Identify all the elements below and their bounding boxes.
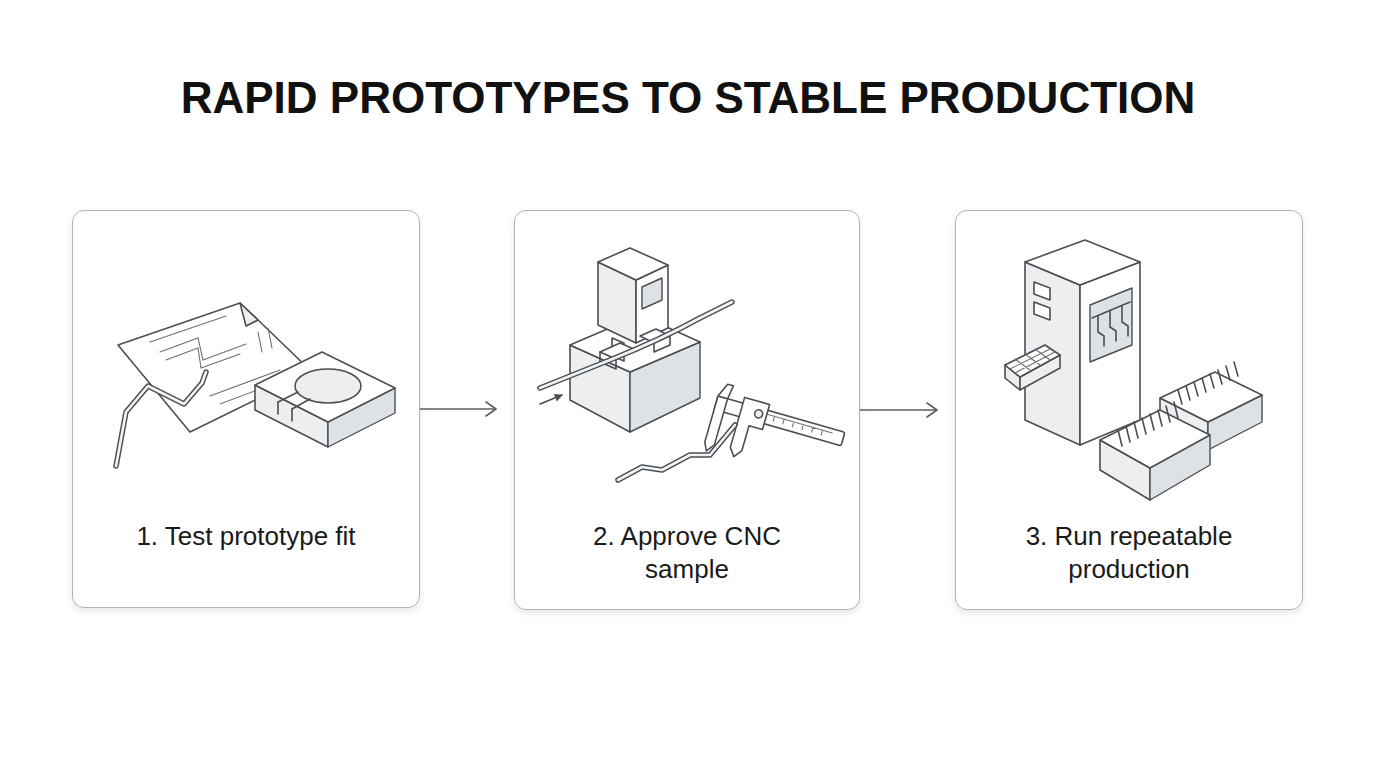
- production-machine-part: [1025, 240, 1140, 285]
- flow-arrow: [860, 409, 937, 411]
- feed-wire-part: [540, 302, 732, 388]
- parts-bin: [1100, 362, 1262, 500]
- fixture-block-part: [278, 392, 310, 409]
- drawing-sheet-part: [166, 348, 240, 368]
- drawing-sheet-part: [258, 328, 272, 352]
- keypad: [1005, 345, 1060, 390]
- cnc-bender-part: [642, 278, 662, 309]
- wire-prototype-part: [116, 372, 206, 466]
- fixture-block: [255, 352, 395, 447]
- step-label: 1. Test prototype fit: [115, 520, 377, 553]
- fixture-block-part: [255, 352, 395, 422]
- cnc-bender: [570, 248, 700, 432]
- wire-prototype-part: [116, 372, 206, 466]
- feed-wire-part: [540, 302, 732, 388]
- production-machine-part: [1098, 306, 1128, 346]
- production-machine-part: [1090, 288, 1132, 362]
- production-machine-part: [1034, 302, 1050, 320]
- cnc-bender-part: [598, 248, 668, 280]
- bent-sample-part: [618, 425, 735, 480]
- fixture-block-part: [295, 369, 361, 403]
- production-machine-part: [1034, 282, 1050, 300]
- caliper-part: [754, 409, 764, 419]
- keypad-part: [1005, 345, 1060, 377]
- feed-wire: [540, 302, 732, 404]
- flow-arrow: [420, 408, 496, 410]
- bent-sample: [618, 425, 735, 480]
- production-machine-part: [1080, 262, 1140, 445]
- step-card: 3. Run repeatable production: [955, 210, 1303, 610]
- step-label: 2. Approve CNC sample: [556, 520, 818, 586]
- parts-bin-part: [1178, 362, 1238, 404]
- caliper-part: [703, 396, 728, 453]
- drawing-sheet-part: [240, 303, 258, 326]
- diagram-title: RAPID PROTOTYPES TO STABLE PRODUCTION: [0, 70, 1376, 126]
- parts-bin-part: [1118, 402, 1178, 446]
- drawing-sheet-part: [150, 316, 226, 342]
- bent-sample-part: [618, 425, 735, 480]
- wire-prototype: [116, 372, 206, 466]
- step-card: 1. Test prototype fit: [72, 210, 420, 608]
- step-label: 3. Run repeatable production: [998, 520, 1260, 586]
- fixture-block-part: [278, 402, 292, 421]
- feed-wire-part: [540, 395, 562, 404]
- production-machine: [1025, 240, 1140, 445]
- step-card: 2. Approve CNC sample: [514, 210, 860, 610]
- keypad-part: [1010, 349, 1055, 373]
- parts-bin-part: [1100, 410, 1210, 468]
- caliper-part: [718, 383, 733, 400]
